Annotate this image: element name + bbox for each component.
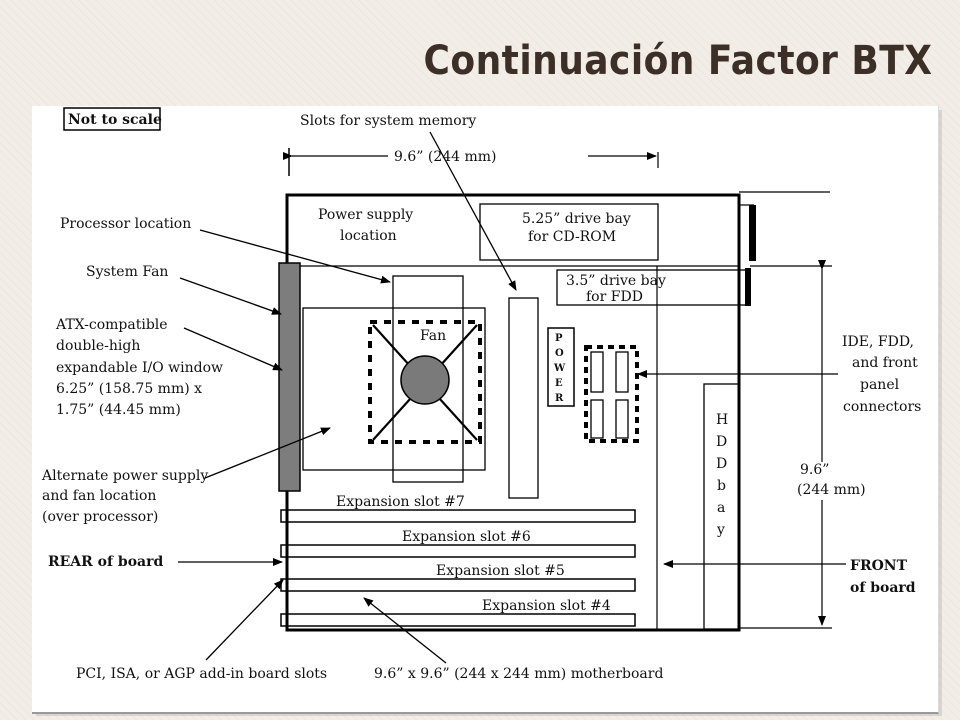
atx-window-arrow: [183, 327, 283, 371]
ide-connector-2: [615, 351, 629, 393]
alt-power-label-1: Alternate power supply: [41, 468, 208, 484]
system-fan-arrow: [179, 277, 282, 315]
fan-hub: [400, 355, 450, 405]
hdd-letter-y: y: [716, 522, 725, 538]
power-letter-e: E: [555, 378, 563, 389]
ide-label-4: connectors: [843, 399, 921, 415]
memory-slots-arrow: [429, 131, 517, 291]
io-window: [278, 262, 301, 492]
board-size-label: 9.6” x 9.6” (244 x 244 mm) motherboard: [374, 666, 663, 682]
cd-rom-bay: [479, 203, 659, 261]
alt-power-arrow: [204, 427, 331, 479]
top-dimension-label: 9.6” (244 mm): [394, 149, 497, 165]
hdd-bay: [703, 383, 740, 630]
power-connector: [547, 327, 575, 407]
ide-label-3: panel: [860, 377, 900, 393]
hdd-letter-d2: D: [716, 456, 727, 472]
atx-window-label-2: double-high: [56, 338, 140, 354]
power-letter-r: R: [555, 393, 564, 404]
right-dimension-label-1: 9.6”: [800, 462, 829, 478]
atx-window-label-1: ATX-compatible: [55, 317, 168, 333]
power-supply-label-1: Power supply: [318, 207, 413, 223]
ide-connector-4: [615, 399, 629, 439]
processor-location-label: Processor location: [60, 216, 191, 232]
front-of-board-label-2: of board: [850, 580, 916, 596]
ide-connector-1: [590, 351, 604, 393]
atx-window-label-5: 1.75” (44.45 mm): [56, 402, 181, 418]
system-fan-label: System Fan: [86, 264, 168, 280]
expansion-slot-6: [280, 544, 636, 558]
expansion-slot-7: [280, 509, 636, 523]
pci-slots-arrow: [205, 579, 284, 661]
memory-slot: [508, 297, 539, 499]
expansion-slot-7-label: Expansion slot #7: [336, 494, 465, 510]
atx-window-label-3: expandable I/O window: [56, 360, 223, 376]
alt-power-label-2: and fan location: [42, 488, 156, 504]
cd-bay-front-bezel: [749, 205, 756, 261]
power-supply-label-2: location: [340, 228, 397, 244]
fan-dotted-square: [368, 320, 482, 444]
expansion-slot-6-label: Expansion slot #6: [402, 529, 531, 545]
fan-label: Fan: [420, 328, 446, 344]
expansion-slot-4: [280, 613, 636, 627]
power-letter-w: W: [553, 363, 566, 374]
ide-connector-3: [590, 399, 604, 439]
pci-slots-label: PCI, ISA, or AGP add-in board slots: [76, 666, 327, 682]
rear-of-board-label: REAR of board: [48, 554, 163, 570]
fdd-bay-label-1: 3.5” drive bay: [566, 273, 666, 289]
hdd-letter-h: H: [716, 412, 728, 428]
cd-bay-label-2: for CD-ROM: [528, 229, 616, 245]
ide-connectors-dotted: [584, 345, 639, 443]
board-size-arrow: [363, 597, 447, 664]
memory-slots-label: Slots for system memory: [300, 113, 476, 129]
hdd-letter-d1: D: [716, 434, 727, 450]
ide-label-1: IDE, FDD,: [842, 334, 914, 350]
processor-location-rect: [392, 275, 464, 483]
expansion-slot-4-label: Expansion slot #4: [482, 598, 611, 614]
expansion-slot-5: [280, 578, 636, 592]
ide-label-2: and front: [852, 355, 918, 371]
power-letter-o: O: [555, 348, 564, 359]
cd-bay-label-1: 5.25” drive bay: [522, 211, 631, 227]
not-to-scale-label: Not to scale: [68, 112, 162, 128]
atx-window-label-4: 6.25” (158.75 mm) x: [56, 381, 202, 397]
power-letter-p: P: [555, 333, 563, 344]
processor-location-arrow: [199, 229, 391, 284]
alt-power-label-3: (over processor): [42, 509, 158, 525]
hdd-letter-b: b: [717, 478, 726, 494]
slide-title: Continuación Factor BTX: [423, 38, 932, 84]
fdd-bay-front-bezel: [745, 268, 751, 306]
front-of-board-label-1: FRONT: [850, 558, 908, 574]
fdd-bay-label-2: for FDD: [586, 289, 643, 305]
right-dimension-label-2: (244 mm): [797, 482, 866, 498]
hdd-letter-a: a: [717, 500, 725, 516]
not-to-scale-box: [63, 107, 161, 131]
expansion-slot-5-label: Expansion slot #5: [436, 563, 565, 579]
alt-power-supply-region: [302, 307, 486, 471]
